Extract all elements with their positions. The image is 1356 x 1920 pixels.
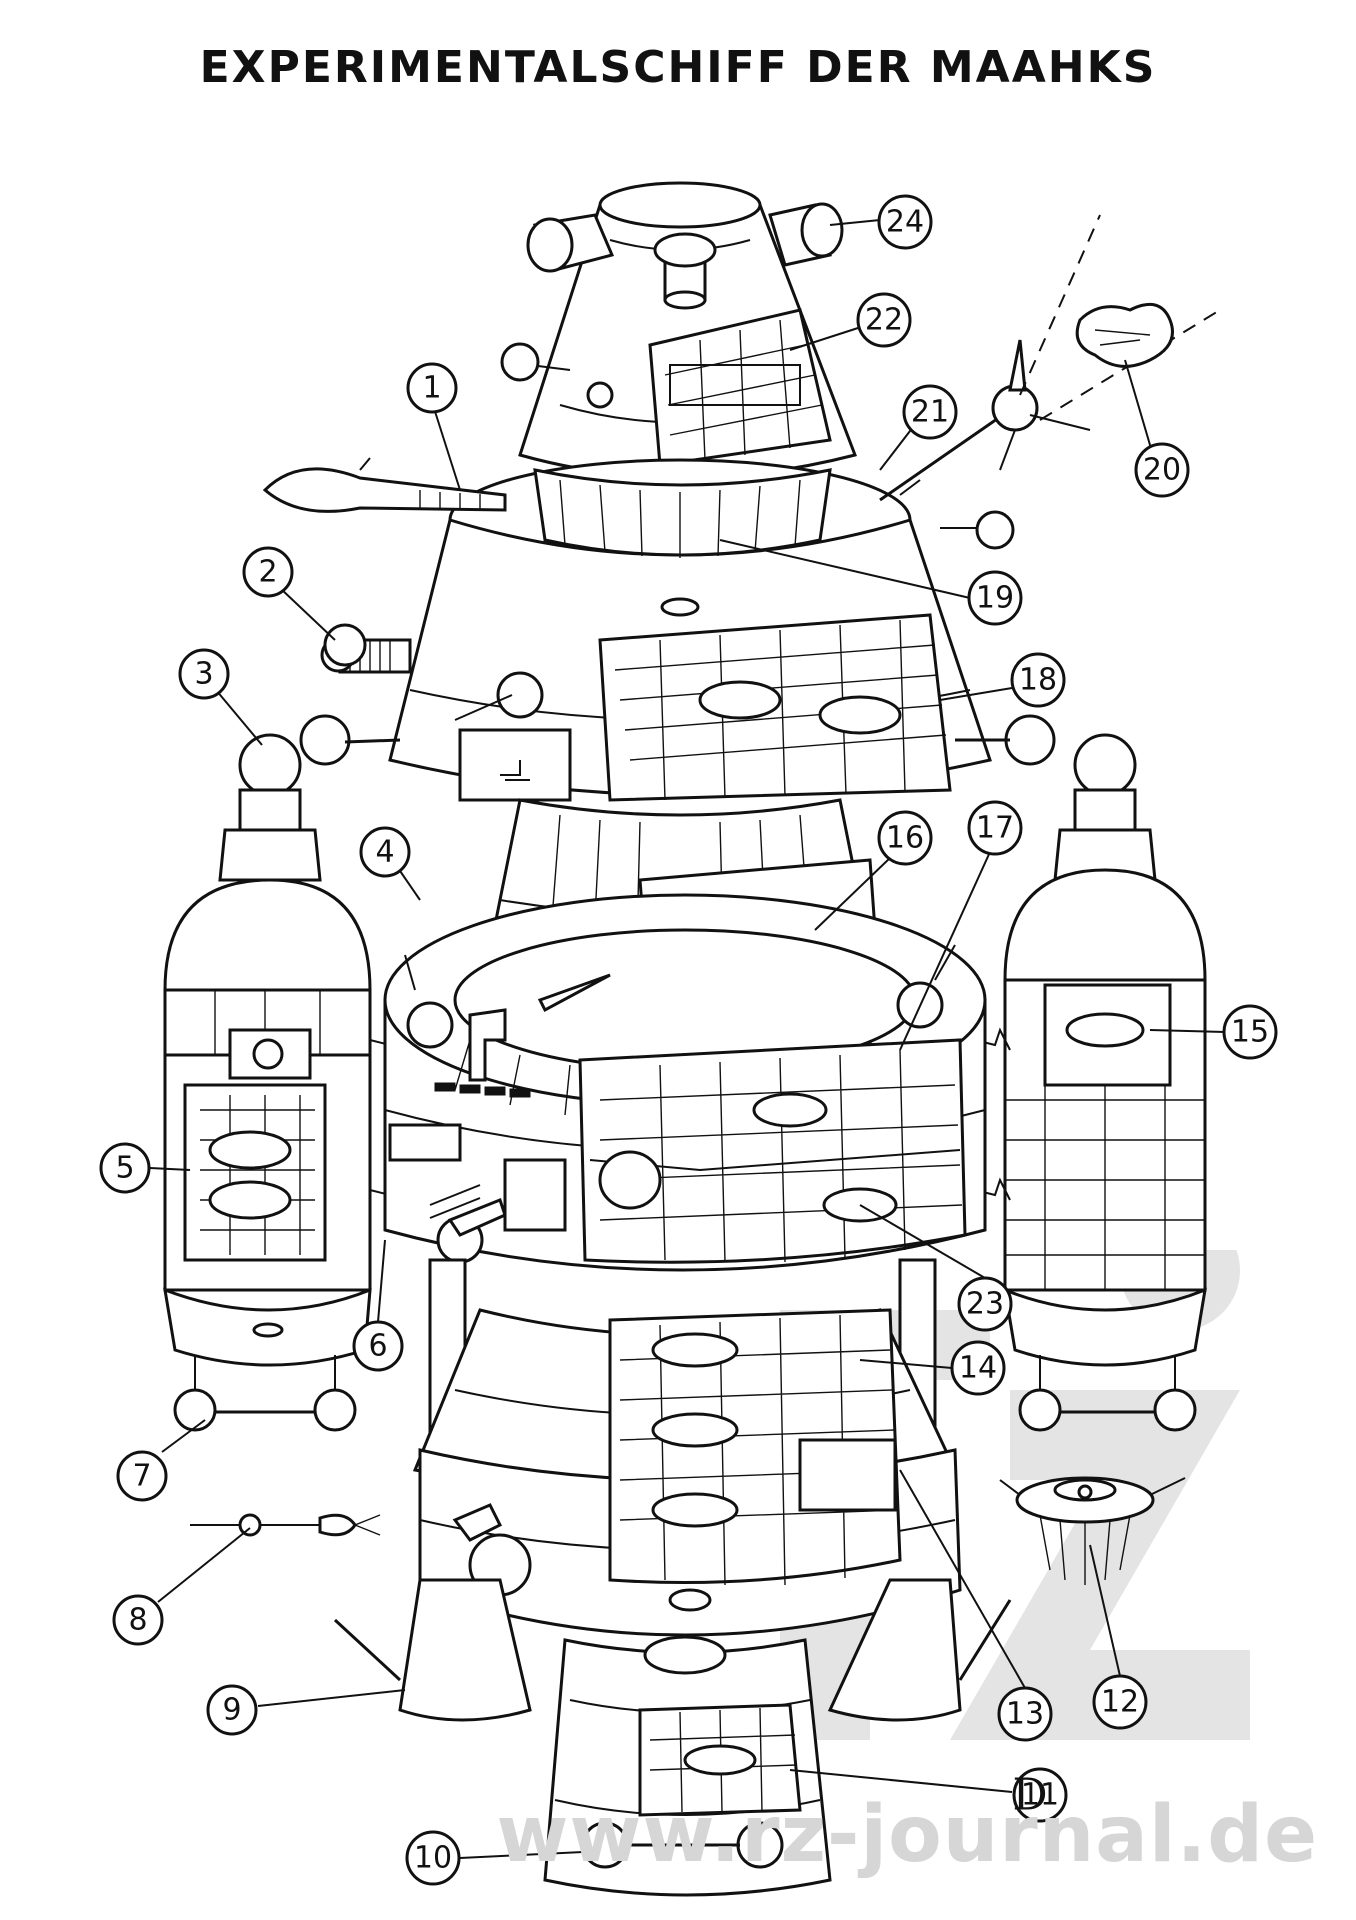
arm-1 xyxy=(262,457,507,513)
callout-19: 19 xyxy=(967,570,1023,626)
callout-label: 23 xyxy=(966,1287,1004,1322)
right-side-module xyxy=(974,733,1207,1432)
callout-24: 24 xyxy=(877,194,933,250)
callout-label: 18 xyxy=(1019,663,1057,698)
callout-8: 8 xyxy=(112,1594,164,1646)
callout-11: 11 xyxy=(1012,1767,1068,1823)
callout-label: 16 xyxy=(886,821,924,856)
connecting-arms xyxy=(299,714,1056,766)
callout-14: 14 xyxy=(950,1340,1006,1396)
callout-18: 18 xyxy=(1010,652,1066,708)
callout-label: 5 xyxy=(115,1151,134,1186)
callout-label: 1 xyxy=(422,371,441,406)
main-ring xyxy=(383,893,987,1272)
callout-12: 12 xyxy=(1092,1674,1148,1730)
upper-body xyxy=(320,458,992,802)
callout-label: 17 xyxy=(976,811,1014,846)
signature-letter: D xyxy=(1012,1770,1047,1821)
callout-label: 19 xyxy=(976,581,1014,616)
diagram-title: EXPERIMENTALSCHIFF DER MAAHKS xyxy=(199,42,1157,93)
callout-label: 4 xyxy=(375,835,394,870)
callout-label: 14 xyxy=(959,1351,997,1386)
callout-17: 17 xyxy=(967,800,1023,856)
callout-9: 9 xyxy=(206,1684,258,1736)
lower-body xyxy=(333,1258,1012,1722)
disc-12 xyxy=(999,1476,1186,1585)
callout-label: 20 xyxy=(1143,453,1181,488)
signature-mark: D xyxy=(1012,1770,1047,1821)
callout-13: 13 xyxy=(997,1686,1053,1742)
bottom-section xyxy=(543,1635,832,1897)
callout-label: 22 xyxy=(865,303,903,338)
callout-label: 24 xyxy=(886,205,924,240)
callout-label: 10 xyxy=(414,1841,452,1876)
leader-lines xyxy=(149,219,1226,1859)
callout-label: 7 xyxy=(132,1459,151,1494)
probe-8 xyxy=(190,1513,381,1537)
callout-10: 10 xyxy=(405,1830,461,1886)
callout-label: 15 xyxy=(1231,1015,1269,1050)
callout-label: 12 xyxy=(1101,1685,1139,1720)
watermark-text: www.rz-journal.de xyxy=(496,1790,1318,1880)
callout-6: 6 xyxy=(352,1320,404,1372)
callout-label: 9 xyxy=(222,1693,241,1728)
top-dome xyxy=(500,181,857,479)
callout-7: 7 xyxy=(116,1450,168,1502)
callout-label: 11 xyxy=(1021,1778,1059,1813)
callout-label: 21 xyxy=(911,395,949,430)
callout-21: 21 xyxy=(902,384,958,440)
callout-1: 1 xyxy=(406,362,458,414)
callout-16: 16 xyxy=(877,810,933,866)
callout-15: 15 xyxy=(1222,1004,1278,1060)
callout-3: 3 xyxy=(178,648,230,700)
arm-2 xyxy=(323,623,367,667)
callout-label: 8 xyxy=(128,1603,147,1638)
callout-5: 5 xyxy=(99,1142,151,1194)
antenna-assembly xyxy=(879,214,1221,550)
callout-22: 22 xyxy=(856,292,912,348)
callout-2: 2 xyxy=(242,546,294,598)
callout-label: 6 xyxy=(368,1329,387,1364)
callout-23: 23 xyxy=(957,1276,1013,1332)
callout-label: 13 xyxy=(1006,1697,1044,1732)
left-side-module xyxy=(163,733,406,1432)
callout-20: 20 xyxy=(1134,442,1190,498)
callout-label: 2 xyxy=(258,555,277,590)
callout-label: 3 xyxy=(194,657,213,692)
callout-4: 4 xyxy=(359,826,411,878)
